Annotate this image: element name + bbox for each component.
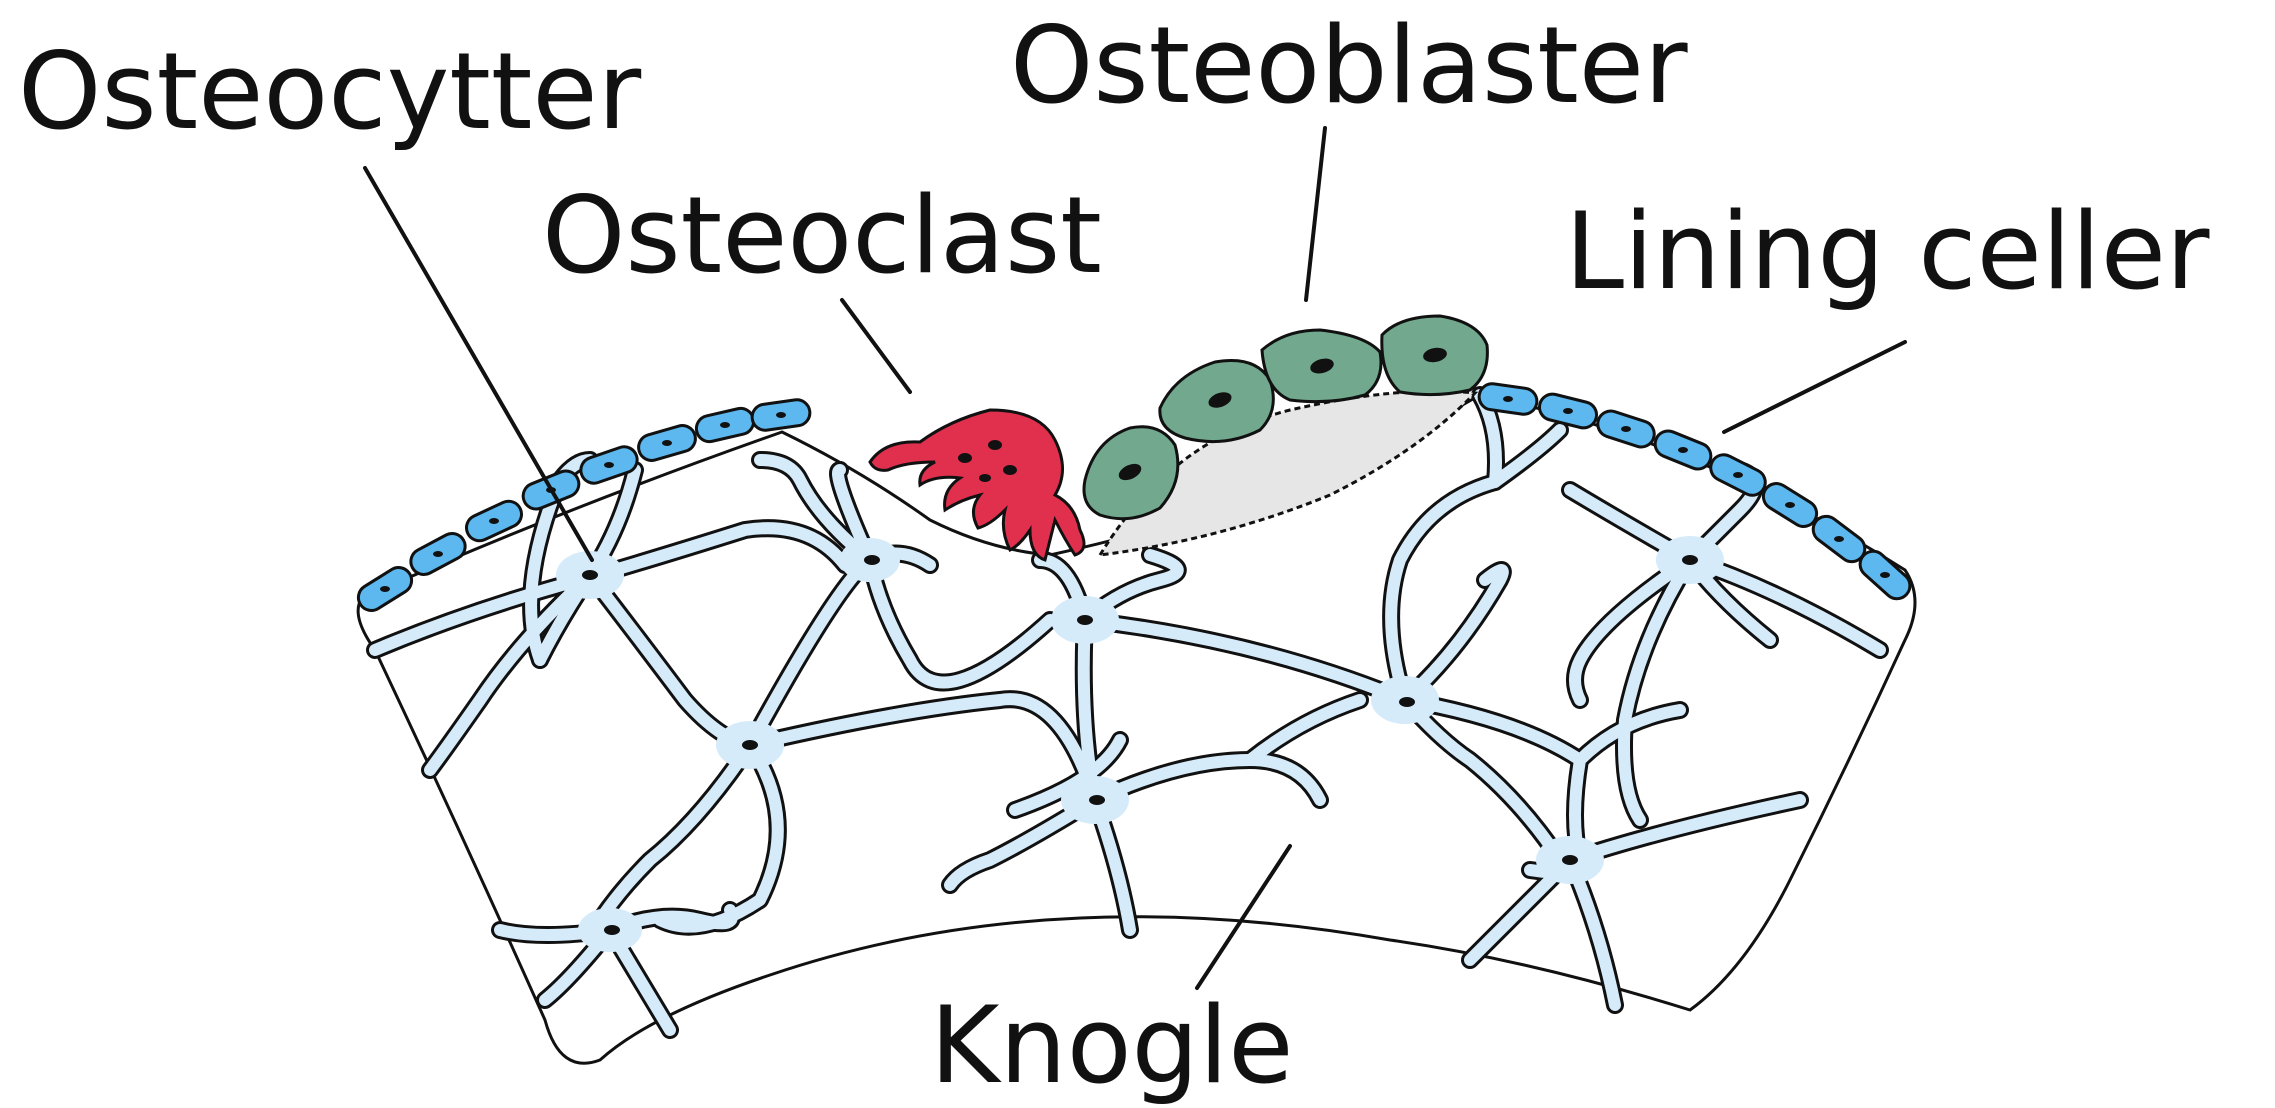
- label-lining-celler: Lining celler: [1565, 190, 2210, 313]
- label-osteoblaster: Osteoblaster: [1010, 4, 1688, 127]
- label-osteoclast: Osteoclast: [542, 174, 1102, 297]
- lining-celler-leader: [1724, 342, 1905, 432]
- label-knogle: Knogle: [930, 984, 1294, 1107]
- osteoclast-leader: [842, 300, 910, 392]
- osteoblaster-leader: [1306, 128, 1325, 300]
- label-osteocytter: Osteocytter: [18, 30, 642, 153]
